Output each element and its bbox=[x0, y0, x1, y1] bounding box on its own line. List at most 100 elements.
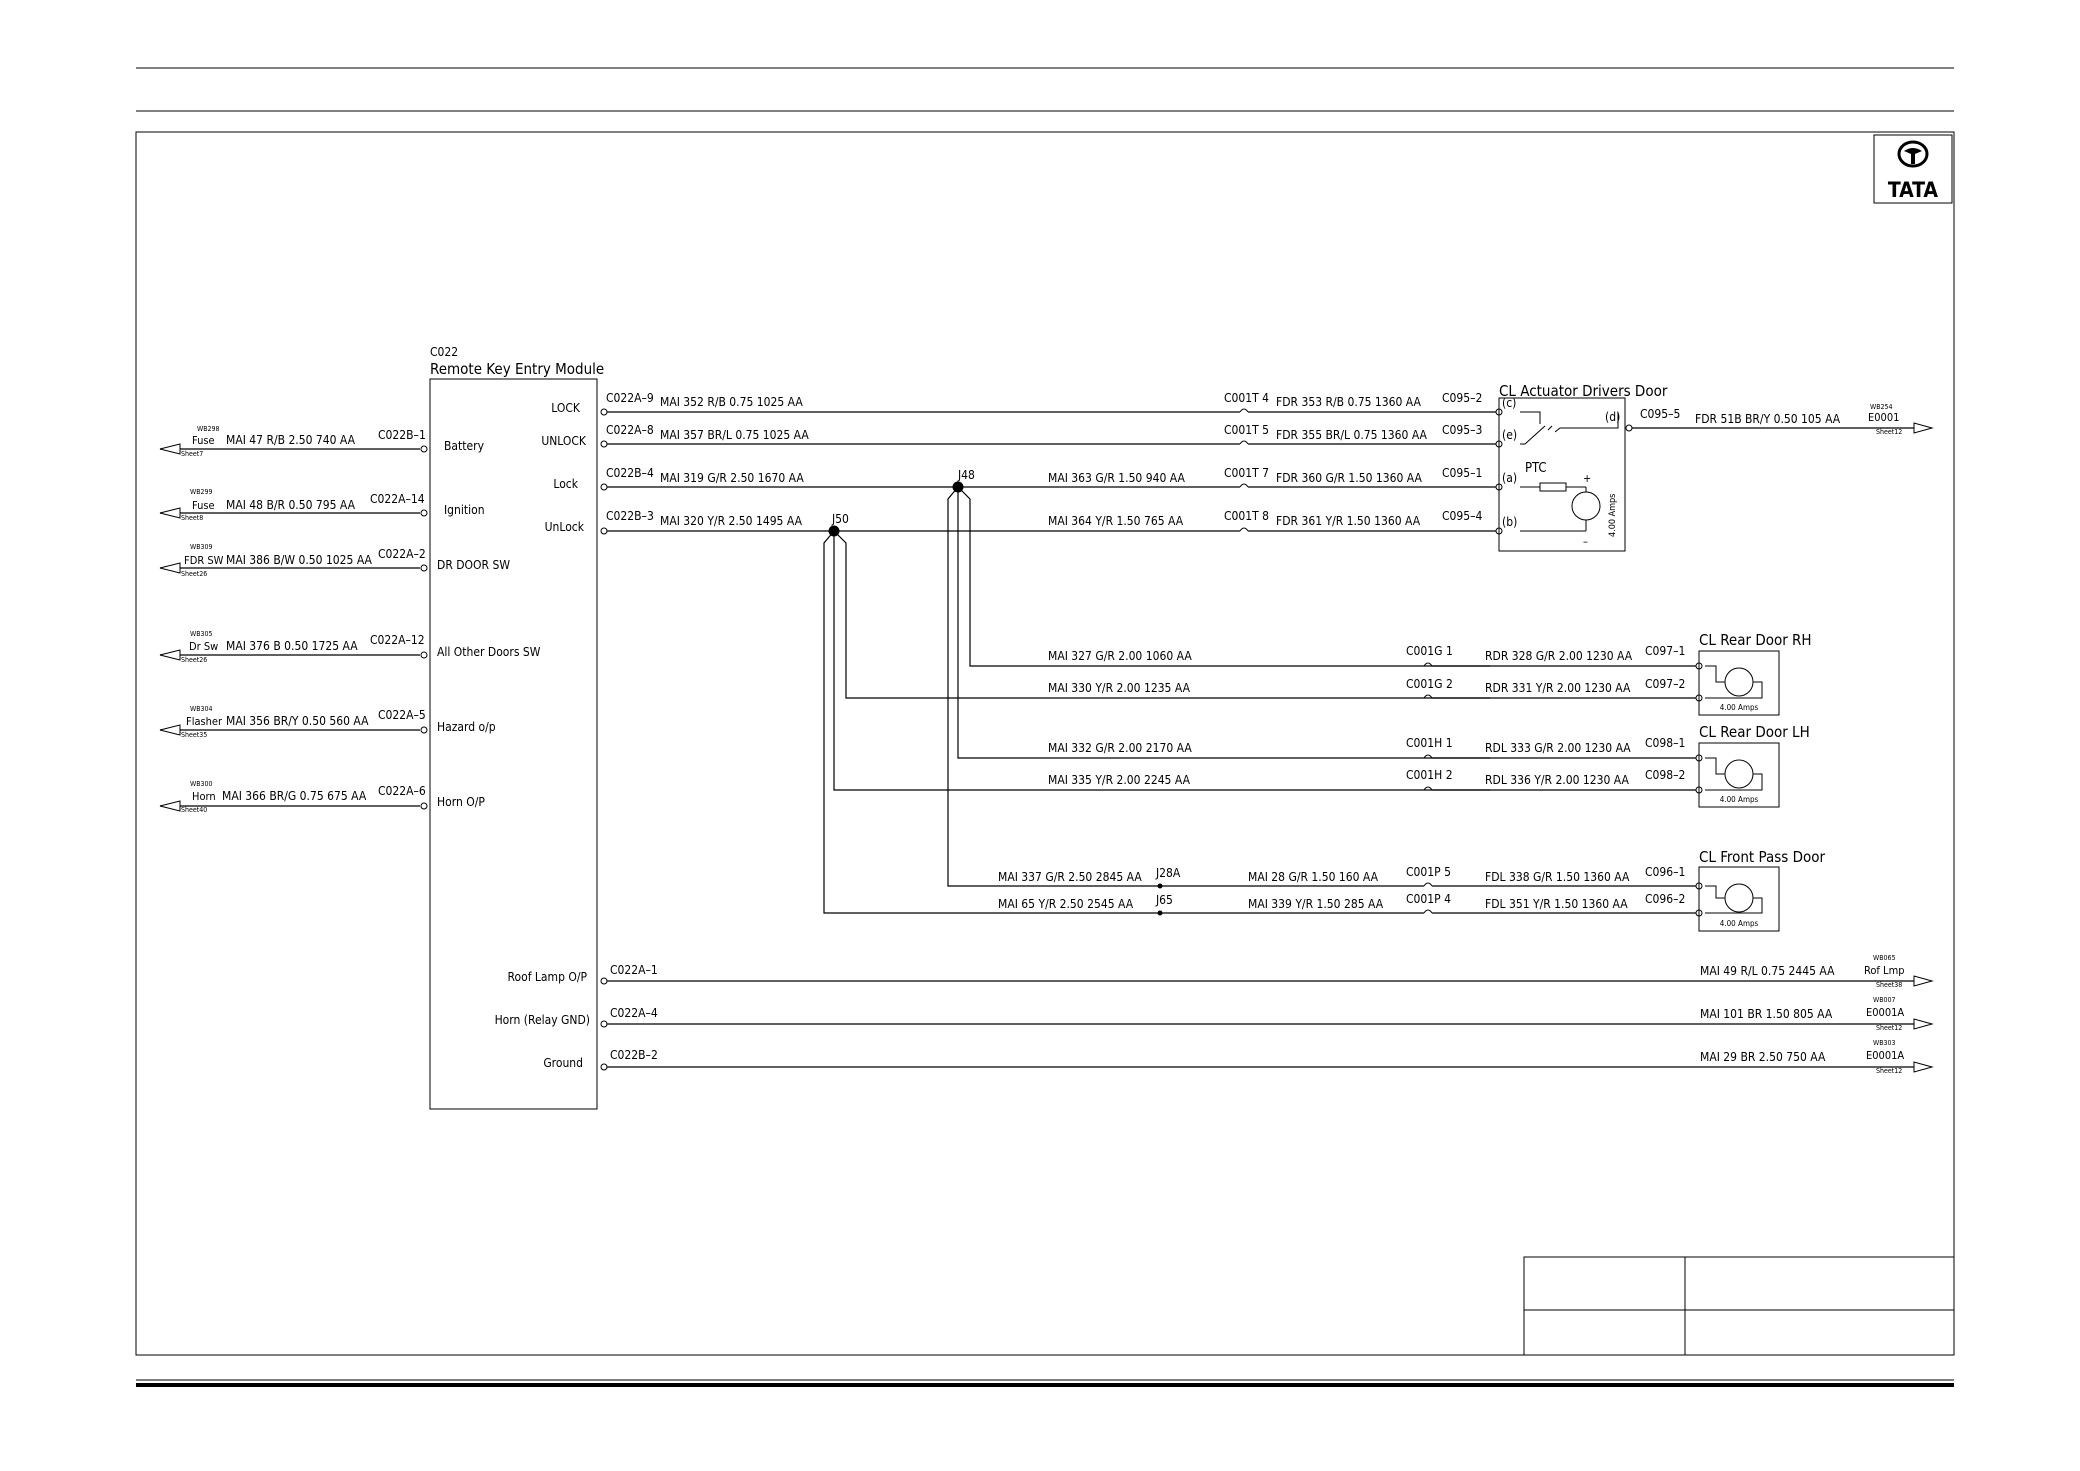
dest-connector: C097–2 bbox=[1645, 677, 1685, 691]
left-wire-sheet: Sheet35 bbox=[181, 731, 207, 739]
wire-327-rear-rh bbox=[957, 486, 1490, 667]
top-wire-lock: C022A–9 MAI 352 R/B 0.75 1025 AA C001T 4… bbox=[600, 391, 1503, 416]
inline-connector: C001H 1 bbox=[1406, 736, 1453, 750]
drawing-frame bbox=[135, 131, 1955, 1356]
bottom-wire-dest: E0001A bbox=[1866, 1006, 1904, 1019]
door-wire-spec: FDR 360 G/R 1.50 1360 AA bbox=[1276, 471, 1422, 485]
door-wire-spec: FDL 351 Y/R 1.50 1360 AA bbox=[1485, 897, 1628, 911]
out-sheet: Sheet12 bbox=[1876, 428, 1902, 436]
out-wire-spec: FDR 51B BR/Y 0.50 105 AA bbox=[1695, 412, 1841, 426]
inline-connector: C001T 4 bbox=[1224, 391, 1269, 405]
dest-connector: C096–2 bbox=[1645, 892, 1685, 906]
bottom-wire-spec: MAI 29 BR 2.50 750 AA bbox=[1700, 1050, 1826, 1064]
bottom-wire-spec: MAI 101 BR 1.50 805 AA bbox=[1700, 1007, 1833, 1021]
left-wire-ref: WB304 bbox=[190, 705, 213, 713]
left-wire-spec: MAI 48 B/R 0.50 795 AA bbox=[226, 498, 356, 512]
top-wire-spec: MAI 320 Y/R 2.50 1495 AA bbox=[660, 514, 803, 528]
tata-logo: TATA bbox=[1873, 134, 1953, 204]
door-wire-spec: FDR 353 R/B 0.75 1360 AA bbox=[1276, 395, 1422, 409]
top-wire-lock-motor: C022B–4 MAI 319 G/R 2.50 1670 AA MAI 363… bbox=[600, 466, 1503, 491]
pin-label-unlock-upper: UNLOCK bbox=[541, 434, 587, 448]
left-wire-sheet: Sheet7 bbox=[181, 450, 203, 458]
title-block bbox=[1523, 1256, 1955, 1356]
left-wire-battery: WB298 Fuse Sheet7 MAI 47 R/B 2.50 740 AA… bbox=[159, 425, 428, 458]
left-wire-hazard: WB304 Flasher Sheet35 MAI 356 BR/Y 0.50 … bbox=[159, 705, 428, 739]
left-wire-dest: Horn bbox=[192, 790, 216, 803]
pin-label: (c) bbox=[1502, 396, 1516, 410]
mid-wire-spec: MAI 363 G/R 1.50 940 AA bbox=[1048, 471, 1185, 485]
wire-330-rear-rh bbox=[833, 530, 1490, 699]
left-wire-conn: C022A–5 bbox=[378, 708, 426, 722]
component-title: CL Actuator Drivers Door bbox=[1499, 382, 1668, 400]
out-dest: E0001 bbox=[1868, 411, 1899, 424]
mai-wire-spec: MAI 337 G/R 2.50 2845 AA bbox=[998, 870, 1142, 884]
top-wire-unlock-motor: C022B–3 MAI 320 Y/R 2.50 1495 AA MAI 364… bbox=[600, 509, 1503, 535]
left-wire-ref: WB305 bbox=[190, 630, 213, 638]
bottom-wire-roof-lamp: C022A–1 MAI 49 R/L 0.75 2445 AA WB065 Ro… bbox=[600, 954, 1934, 989]
splice-label: J48 bbox=[957, 468, 975, 482]
tata-emblem-icon bbox=[1897, 140, 1929, 168]
motor-icon bbox=[1724, 667, 1754, 697]
mai-wire-spec: MAI 335 Y/R 2.00 2245 AA bbox=[1048, 773, 1191, 787]
door-wire-spec: FDR 355 BR/L 0.75 1360 AA bbox=[1276, 428, 1428, 442]
top-wire-conn: C022B–3 bbox=[606, 509, 654, 523]
dest-connector: C095–2 bbox=[1442, 391, 1482, 405]
logo-text: TATA bbox=[1888, 178, 1939, 202]
top-wire-unlock: C022A–8 MAI 357 BR/L 0.75 1025 AA C001T … bbox=[600, 423, 1503, 448]
pin-label-unlock: UnLock bbox=[545, 520, 585, 534]
bottom-wire-spec: MAI 49 R/L 0.75 2445 AA bbox=[1700, 964, 1835, 978]
left-wire-conn: C022A–6 bbox=[378, 784, 426, 798]
amps-label: 4.00 Amps bbox=[1720, 919, 1759, 928]
inline-connector: C001T 5 bbox=[1224, 423, 1269, 437]
mid-wire-spec: MAI 364 Y/R 1.50 765 AA bbox=[1048, 514, 1184, 528]
ptc-icon bbox=[1539, 482, 1567, 492]
inline-connector: C001H 2 bbox=[1406, 768, 1453, 782]
left-wire-dest: FDR SW bbox=[184, 554, 224, 567]
dest-connector: C095–3 bbox=[1442, 423, 1482, 437]
wire-332-rear-lh bbox=[957, 487, 1490, 759]
left-wire-all-other-doors: WB305 Dr Sw Sheet26 MAI 376 B 0.50 1725 … bbox=[159, 630, 428, 664]
left-wire-horn: WB300 Horn Sheet40 MAI 366 BR/G 0.75 675… bbox=[159, 780, 428, 814]
bottom-wire-ground: C022B–2 MAI 29 BR 2.50 750 AA WB303 E000… bbox=[600, 1039, 1934, 1075]
left-wire-dest: Fuse bbox=[192, 499, 215, 512]
door-switch-icon bbox=[1520, 411, 1619, 445]
ptc-label: PTC bbox=[1525, 461, 1547, 476]
top-wire-conn: C022A–8 bbox=[606, 423, 654, 437]
inline-connector: C001P 4 bbox=[1406, 892, 1451, 906]
pin-label: (e) bbox=[1502, 428, 1517, 442]
left-wire-spec: MAI 376 B 0.50 1725 AA bbox=[226, 639, 358, 653]
pin-label-lock-upper: LOCK bbox=[551, 401, 581, 415]
mai-wire-spec: MAI 339 Y/R 1.50 285 AA bbox=[1248, 897, 1384, 911]
left-wire-dest: Flasher bbox=[186, 715, 223, 728]
component-title: CL Rear Door LH bbox=[1699, 723, 1810, 741]
pin-label-ignition: Ignition bbox=[444, 503, 485, 517]
left-wire-spec: MAI 386 B/W 0.50 1025 AA bbox=[226, 553, 373, 567]
mai-wire-spec: MAI 327 G/R 2.00 1060 AA bbox=[1048, 649, 1192, 663]
door-wire-spec: RDL 336 Y/R 2.00 1230 AA bbox=[1485, 773, 1630, 787]
left-wire-ref: WB300 bbox=[190, 780, 213, 788]
splice-label: J50 bbox=[831, 512, 849, 526]
inline-connector: C001P 5 bbox=[1406, 865, 1451, 879]
wire-337-front-pass bbox=[947, 486, 1160, 887]
door-wire-spec: RDL 333 G/R 2.00 1230 AA bbox=[1485, 741, 1631, 755]
pin-label-roof-lamp: Roof Lamp O/P bbox=[508, 970, 588, 984]
actuator-drivers-door: CL Actuator Drivers Door (c) (e) (a) (b)… bbox=[1498, 382, 1934, 552]
left-wire-sheet: Sheet8 bbox=[181, 514, 203, 522]
mai-wire-spec: MAI 332 G/R 2.00 2170 AA bbox=[1048, 741, 1192, 755]
module-c022: C022 Remote Key Entry Module Battery Ign… bbox=[429, 345, 604, 1110]
left-wire-ref: WB309 bbox=[190, 543, 213, 551]
bottom-wire-conn: C022A–4 bbox=[610, 1006, 658, 1020]
left-wire-conn: C022A–2 bbox=[378, 547, 426, 561]
pin-label-dr-door-sw: DR DOOR SW bbox=[437, 558, 510, 572]
mai-wire-spec: MAI 28 G/R 1.50 160 AA bbox=[1248, 870, 1379, 884]
left-wire-dest: Fuse bbox=[192, 434, 215, 447]
splice-label: J28A bbox=[1155, 866, 1181, 880]
pin-label-lock: Lock bbox=[553, 477, 578, 491]
pin-label-horn-op: Horn O/P bbox=[437, 795, 485, 809]
left-wire-sheet: Sheet26 bbox=[181, 656, 207, 664]
bottom-wire-ref: WB007 bbox=[1873, 996, 1896, 1004]
actuator-box bbox=[1498, 397, 1626, 552]
bottom-wire-sheet: Sheet12 bbox=[1876, 1024, 1902, 1032]
dest-connector: C096–1 bbox=[1645, 865, 1685, 879]
dest-connector: C097–1 bbox=[1645, 644, 1685, 658]
